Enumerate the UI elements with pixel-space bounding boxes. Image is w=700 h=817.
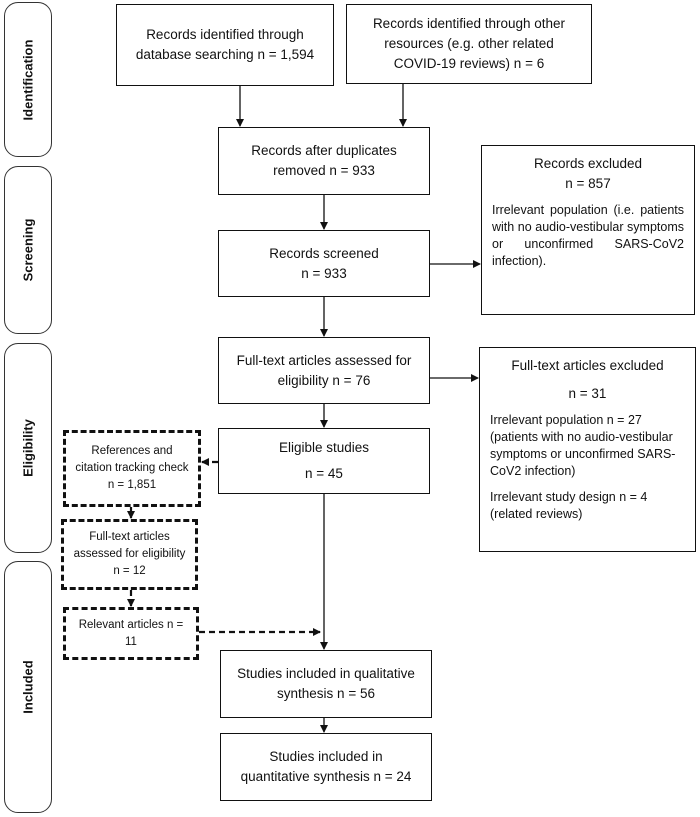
records-screened-count: n = 933 [301, 265, 347, 281]
records-excluded-reason: Irrelevant population (i.e. patients wit… [492, 203, 684, 268]
other-sources-text: Records identified through other resourc… [372, 16, 566, 71]
quantitative-synthesis-box: Studies included in quantitative synthes… [220, 733, 432, 801]
records-excluded-box: Records excluded n = 857 Irrelevant popu… [481, 145, 695, 315]
fulltext-assessed-box: Full-text articles assessed for eligibil… [218, 337, 430, 404]
after-duplicates-text: Records after duplicates removed n = 933 [251, 143, 397, 178]
side-fulltext-text: Full-text articles assessed for eligibil… [73, 531, 186, 577]
fulltext-assessed-text: Full-text articles assessed for eligibil… [236, 352, 412, 388]
relevant-articles-box: Relevant articles n = 11 [63, 607, 199, 660]
phase-identification: Identification [4, 2, 52, 157]
fulltext-excluded-title: Full-text articles excluded [511, 358, 664, 373]
records-screened-title: Records screened [269, 245, 379, 261]
eligible-studies-title: Eligible studies [278, 440, 370, 455]
eligible-studies-count: n = 45 [305, 466, 343, 481]
eligible-studies-box: Eligible studies n = 45 [218, 428, 430, 494]
after-duplicates-box: Records after duplicates removed n = 933 [218, 127, 430, 195]
citation-tracking-text: References and citation tracking check n… [75, 445, 189, 491]
qualitative-synthesis-text: Studies included in qualitative synthesi… [237, 666, 415, 701]
records-excluded-title: Records excluded [533, 156, 643, 171]
other-sources-box: Records identified through other resourc… [346, 4, 592, 84]
citation-tracking-box: References and citation tracking check n… [63, 430, 201, 507]
phase-included: Included [4, 561, 52, 813]
records-excluded-count: n = 857 [565, 176, 611, 191]
phase-screening: Screening [4, 166, 52, 334]
fulltext-excluded-reason-design: Irrelevant study design n = 4 (related r… [490, 490, 648, 521]
quantitative-synthesis-text: Studies included in quantitative synthes… [240, 749, 412, 784]
database-search-box: Records identified through database sear… [116, 4, 334, 86]
fulltext-excluded-count: n = 31 [568, 386, 607, 401]
database-search-text: Records identified through database sear… [135, 27, 315, 62]
fulltext-excluded-box: Full-text articles excluded n = 31 Irrel… [479, 347, 696, 552]
phase-eligibility: Eligibility [4, 343, 52, 553]
qualitative-synthesis-box: Studies included in qualitative synthesi… [220, 650, 432, 718]
records-screened-box: Records screened n = 933 [218, 230, 430, 297]
side-fulltext-box: Full-text articles assessed for eligibil… [61, 519, 198, 590]
relevant-articles-text: Relevant articles n = 11 [78, 618, 184, 648]
fulltext-excluded-reason-population: Irrelevant population n = 27 (patients w… [490, 413, 676, 478]
